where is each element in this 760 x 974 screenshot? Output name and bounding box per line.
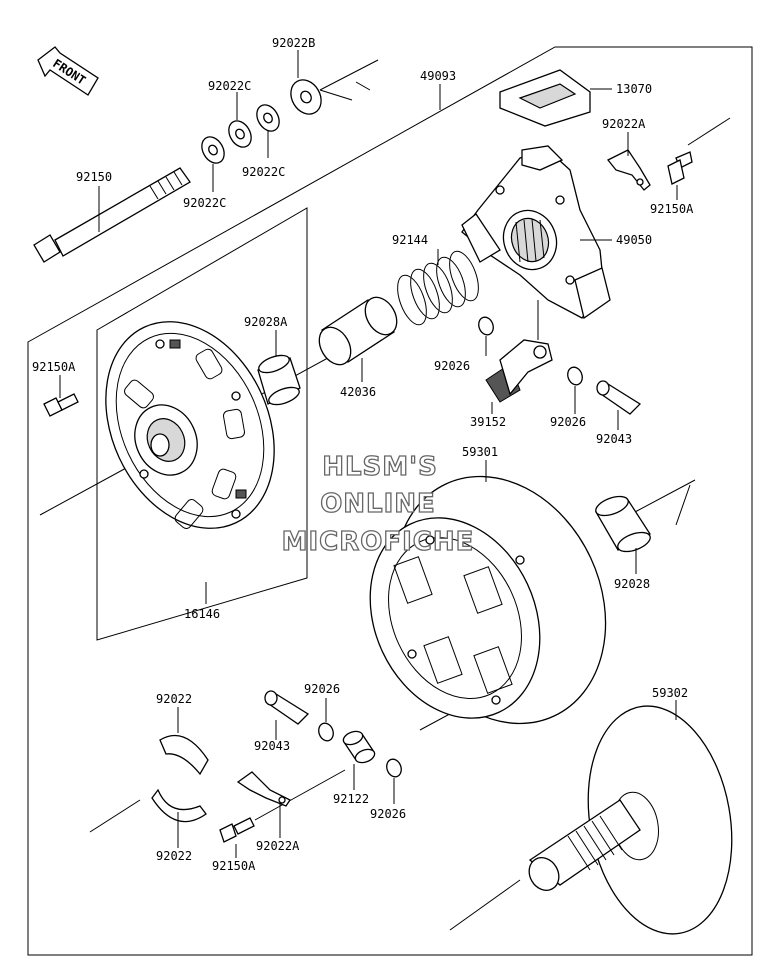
ring-92026-a — [478, 316, 494, 336]
watermark: HLSM'S ONLINE MICROFICHE — [281, 451, 475, 557]
housing-59301 — [369, 475, 607, 725]
label-13070: 13070 — [616, 82, 652, 96]
half-washer-92022-b — [151, 788, 207, 823]
ring-92026-b — [567, 366, 583, 386]
label-92150A-left: 92150A — [32, 360, 76, 374]
label-16146: 16146 — [184, 607, 220, 621]
leader-lines — [59, 50, 678, 858]
label-59301: 59301 — [462, 445, 498, 459]
label-92150A-bot: 92150A — [212, 859, 256, 873]
washer-92022C-c — [201, 136, 225, 164]
weight-arm-39152 — [485, 339, 553, 403]
bushing-92028A — [257, 354, 301, 406]
label-49050: 49050 — [616, 233, 652, 247]
washer-92022B — [290, 79, 322, 115]
label-39152: 39152 — [470, 415, 506, 429]
label-92026-a: 92026 — [434, 359, 470, 373]
pin-92043-a — [596, 380, 642, 415]
assembly-frame — [27, 46, 753, 956]
ring-92026-d — [386, 758, 402, 778]
label-92026-c: 92026 — [304, 682, 340, 696]
label-92043-b: 92043 — [254, 739, 290, 753]
bolt-92150 — [33, 167, 191, 263]
label-92022B: 92022B — [272, 36, 315, 50]
label-92150: 92150 — [76, 170, 112, 184]
label-92026-d: 92026 — [370, 807, 406, 821]
bolt-92150A-bottom — [219, 817, 255, 843]
clip-92022A-bottom — [236, 771, 291, 807]
washer-92022C-b — [228, 120, 252, 148]
label-92022A-bot: 92022A — [256, 839, 300, 853]
label-92022C-a: 92022C — [208, 79, 251, 93]
label-92028A: 92028A — [244, 315, 288, 329]
sleeve-42036 — [318, 296, 398, 366]
spring-92144 — [397, 250, 479, 326]
svg-text:HLSM'S: HLSM'S — [322, 452, 438, 482]
label-92043-a: 92043 — [596, 432, 632, 446]
label-42036: 42036 — [340, 385, 376, 399]
half-washer-92022-a — [159, 734, 209, 776]
front-arrow-icon: FRONT — [37, 46, 99, 96]
roller-92122 — [342, 730, 376, 764]
bolt-92150A-left — [43, 393, 79, 417]
bushing-92028 — [595, 495, 651, 553]
svg-text:ONLINE: ONLINE — [320, 489, 436, 519]
label-92022A-top: 92022A — [602, 117, 646, 131]
sheave-59302 — [528, 705, 733, 935]
slider-13070 — [499, 69, 591, 127]
bolt-92150A-top — [667, 151, 693, 185]
label-92122: 92122 — [333, 792, 369, 806]
clip-92022A-top — [606, 149, 651, 191]
washer-92022C-a — [256, 104, 280, 132]
label-92022C-b: 92022C — [242, 165, 285, 179]
label-92022-a: 92022 — [156, 692, 192, 706]
ring-92026-c — [318, 722, 334, 742]
label-92144: 92144 — [392, 233, 428, 247]
label-92026-b: 92026 — [550, 415, 586, 429]
label-59302: 59302 — [652, 686, 688, 700]
cover-16146 — [105, 321, 275, 529]
label-92022C-c: 92022C — [183, 196, 226, 210]
part-labels: 92022B 92022C 92022C 92022C 92150 49093 … — [32, 36, 694, 873]
svg-text:MICROFICHE: MICROFICHE — [282, 527, 475, 557]
label-49093: 49093 — [420, 69, 456, 83]
label-92028: 92028 — [614, 577, 650, 591]
spider-49050 — [461, 145, 611, 320]
label-92022-b: 92022 — [156, 849, 192, 863]
label-92150A-top: 92150A — [650, 202, 694, 216]
pin-92043-b — [264, 690, 310, 725]
sub-assembly-frame — [96, 207, 308, 641]
